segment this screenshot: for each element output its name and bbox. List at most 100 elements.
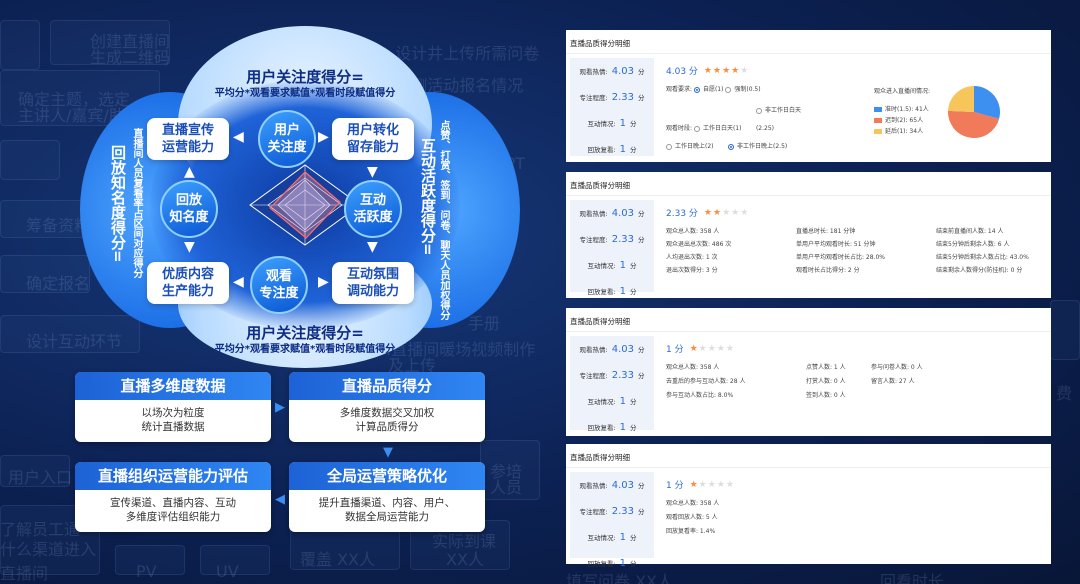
top-formula: 平均分*观看要求赋值*观看时段赋值得分 <box>214 88 396 99</box>
score-label: 观看热情: <box>579 68 608 76</box>
star-icon: ★ <box>731 65 741 76</box>
card-global-strategy: 全局运营策略优化 提升直播渠道、内容、用户、 数据全局运营能力 <box>289 462 485 532</box>
rating-stars: ★★★★★ <box>704 208 749 218</box>
star-icon: ★ <box>703 65 713 76</box>
score-label: 互动情况: <box>587 120 616 128</box>
watch-time-option[interactable]: 工作日白天(1) <box>693 120 756 138</box>
stat-item: 去重后的参与互动人数: 28 人 <box>666 378 746 385</box>
score-unit: 分 <box>630 560 637 568</box>
score-label: 观看热情: <box>579 346 608 354</box>
score-value: 1 <box>619 395 627 407</box>
score-value: 1 <box>619 531 627 543</box>
background-box <box>200 545 270 575</box>
circle-watch-focus: 观看 专注度 <box>250 256 308 314</box>
star-icon: ★ <box>725 479 735 490</box>
background-text: 直播间 <box>0 564 49 583</box>
radio-button[interactable] <box>725 86 732 93</box>
option-label: 强制(0.5) <box>734 86 761 93</box>
score-unit: 分 <box>637 210 645 218</box>
stat-item: 参与互动人数占比: 8.0% <box>666 392 734 399</box>
legend-label: 迟到(2): 65人 <box>885 117 924 124</box>
background-text: 填写问卷 XX人 <box>566 572 674 584</box>
arrow-down-icon: ▼ <box>367 239 378 255</box>
star-icon: ★ <box>722 207 732 218</box>
stat-item: 直播总时长: 181 分钟 <box>796 228 856 235</box>
option-label: 自愿(1) <box>702 86 726 93</box>
background-box <box>1050 300 1080 360</box>
star-icon: ★ <box>731 207 741 218</box>
score-value: 4.03 <box>611 479 634 491</box>
watch-time-option[interactable]: 非工作日晚上(2.5) <box>728 138 790 156</box>
legend-swatch <box>874 129 882 134</box>
watch-time-option[interactable]: 工作日晚上(2) <box>666 138 728 156</box>
score-unit: 分 <box>637 372 645 380</box>
stat-item: 签到人数: 0 人 <box>806 392 846 399</box>
background-box <box>0 140 60 180</box>
pie-legend-item: 延后(1): 34人 <box>874 126 923 135</box>
radio-button[interactable] <box>755 107 762 114</box>
arrow-down-icon: ▼ <box>367 164 378 180</box>
radio-button[interactable] <box>693 125 700 132</box>
circle-replay-awareness: 回放 知名度 <box>160 180 218 238</box>
star-icon: ★ <box>703 207 713 218</box>
score-unit: 分 <box>630 262 637 270</box>
stat-item: 参与问卷人数: 0 人 <box>871 364 923 371</box>
background-text: 了解员工通 <box>0 520 81 539</box>
score-unit: 分 <box>637 508 645 516</box>
background-box <box>0 315 140 353</box>
watch-time-option[interactable]: 非工作日白天(2.25) <box>755 102 818 138</box>
stat-item: 单用户平均观看时长: 51 分钟 <box>796 241 876 248</box>
watch-req-option[interactable]: 强制(0.5) <box>725 86 761 93</box>
score-detail: 1 分★★★★★观众总人数: 358 人观看回放人数: 5 人回放复看率: 1.… <box>666 478 1045 536</box>
background-text: XX人 <box>446 550 484 569</box>
radio-button[interactable] <box>728 143 734 150</box>
node-interaction-atmosphere: 互动氛围 调动能力 <box>332 262 414 304</box>
background-text: 及上传 <box>388 356 437 375</box>
score-unit: 分 <box>630 146 637 154</box>
pie-legend-item: 迟到(2): 65人 <box>874 115 923 124</box>
stat-item: 观众总人数: 358 人 <box>666 364 720 371</box>
star-icon: ★ <box>689 343 699 354</box>
background-text: 覆盖 XX人 <box>300 550 376 569</box>
right-title: 互动活跃度得分= <box>419 138 437 256</box>
score-detail: 2.33 分★★★★★观众总人数: 358 人直播总时长: 181 分钟结束前直… <box>666 206 1045 275</box>
stat-item: 观众总人数: 358 人 <box>666 228 720 235</box>
arrow-down-icon: ▼ <box>184 239 195 255</box>
pie-title: 观众进入直播间情况: <box>874 88 931 95</box>
score-label: 专注程度: <box>579 508 608 516</box>
watch-req-option[interactable]: 自愿(1) <box>693 86 726 93</box>
radio-button[interactable] <box>666 143 672 150</box>
option-label: 非工作日晚上(2.5) <box>737 143 788 150</box>
detail-score-value: 1 分 <box>666 345 684 355</box>
radar-chart <box>249 164 361 246</box>
stat-item: 结束前直播间人数: 14 人 <box>936 228 1004 235</box>
score-label: 观看热情: <box>579 482 608 490</box>
detail-score-value: 4.03 分 <box>666 67 698 77</box>
background-text: 什么渠道进入 <box>0 540 97 559</box>
star-icon: ★ <box>707 479 717 490</box>
stat-item: 观看回放人数: 5 人 <box>666 514 718 521</box>
rating-stars: ★★★★★ <box>704 66 749 76</box>
detail-score: 4.03 分★★★★★ <box>666 64 1045 78</box>
background-text: 确定主题，选定 <box>18 90 131 109</box>
score-value: 1 <box>619 421 627 433</box>
background-text: 3.直播间暖场视频制作 <box>376 340 536 359</box>
score-value: 1 <box>619 259 627 271</box>
score-value: 1 <box>619 143 627 155</box>
panel-title: 直播品质得分明细 <box>566 444 1051 468</box>
watch-time: 观看时段: 工作日白天(1)非工作日白天(2.25)工作日晚上(2)非工作日晚上… <box>666 102 836 156</box>
node-promo-ops: 直播宣传 运营能力 <box>147 118 229 160</box>
radio-button[interactable] <box>693 86 700 93</box>
arrow-up-icon: ▲ <box>184 164 195 180</box>
